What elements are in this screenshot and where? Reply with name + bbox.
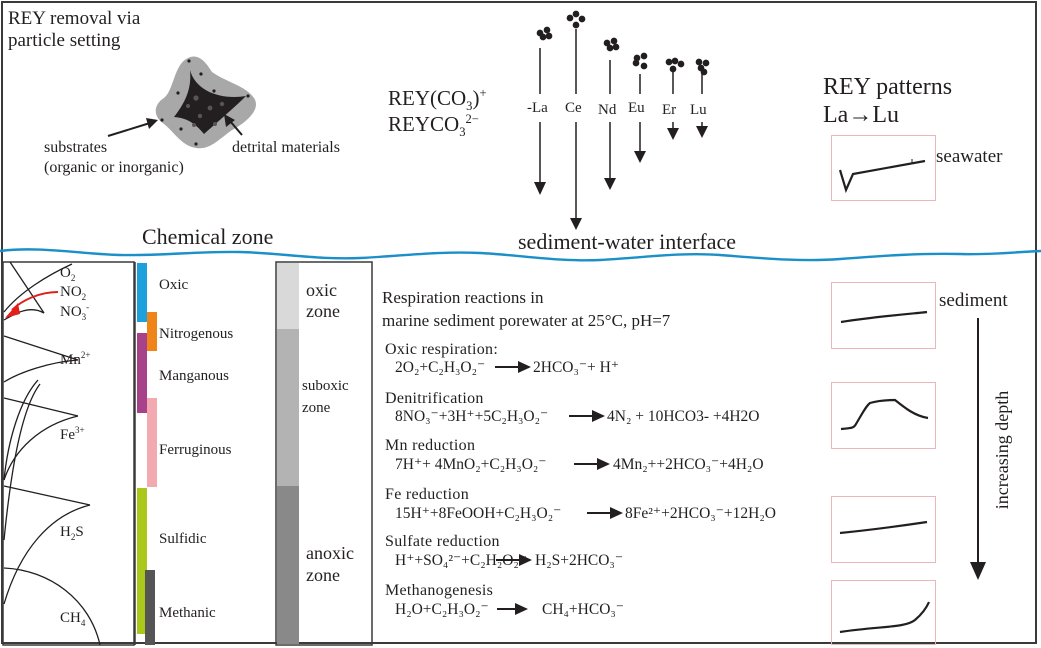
zone-label-ferruginous: Ferruginous — [159, 442, 232, 458]
zone-label-manganous: Manganous — [159, 368, 229, 384]
sediment-label: sediment — [939, 290, 1008, 311]
species-label-ch4: CH4 — [60, 610, 86, 628]
species-label-no2: NO2 — [60, 284, 87, 302]
reaction-rhs-oxic: 2HCO₃⁻+ H⁺ — [533, 359, 620, 376]
reaction-name-denitrification: Denitrification — [385, 390, 484, 407]
substrate-pointer-arrow — [107, 122, 151, 137]
lu-arrow — [695, 58, 710, 138]
sediment-pattern-curve-2 — [840, 398, 929, 431]
zone-bar-ferruginous — [147, 398, 157, 487]
la-arrow — [534, 26, 553, 195]
reaction-lhs-denitrification: 8NO₃⁻+3H⁺+5C₂H₃O₂⁻ — [395, 408, 549, 425]
reaction-lhs-fe: 15H⁺+8FeOOH+C₂H₃O₂⁻ — [395, 505, 562, 522]
seawater-label: seawater — [936, 146, 1003, 167]
eu-arrow — [632, 52, 648, 163]
species-label-mn: Mn2+ — [60, 350, 91, 369]
reaction-rhs-fe: 8Fe²⁺+2HCO₃⁻+12H₂O — [625, 505, 776, 522]
er-arrow — [665, 57, 685, 140]
redox-bar-anoxic — [277, 486, 299, 644]
water-interface-line — [0, 248, 1041, 262]
element-label-er: Er — [662, 102, 677, 118]
species-label-o2: O2 — [60, 265, 76, 283]
sediment-pattern-curve-3 — [839, 520, 928, 535]
element-label-ce: Ce — [565, 100, 582, 116]
zone-bar-manganous — [137, 333, 147, 413]
zone-label-sulfidic: Sulfidic — [159, 531, 207, 547]
species-label-no3: NO3- — [60, 302, 90, 322]
reactions-title: Respiration reactions in marine sediment… — [382, 288, 671, 330]
red-arrowhead — [5, 303, 20, 318]
element-label-la: -La — [527, 100, 548, 116]
substrates-label-line2: (organic or inorganic) — [44, 159, 184, 176]
reaction-rhs-sulfate: H₂S+2HCO₃⁻ — [535, 552, 624, 569]
reaction-name-sulfate: Sulfate reduction — [385, 533, 500, 550]
reaction-lhs-oxic: 2O₂+C₂H₃O₂⁻ — [395, 359, 486, 376]
profile-box — [2, 261, 135, 646]
zone-bar-oxic — [137, 263, 147, 322]
element-arrows — [534, 10, 710, 230]
ce-arrow — [566, 10, 586, 230]
reaction-name-methanogenesis: Methanogenesis — [385, 582, 494, 599]
redox-bar-oxic — [277, 263, 299, 329]
pattern-box-seawater — [831, 135, 936, 201]
pattern-box-sediment-2 — [831, 382, 936, 449]
species-label-h2s: H2S — [60, 524, 84, 542]
red-arrow — [11, 291, 59, 311]
depth-label: increasing depth — [992, 390, 1012, 510]
profile-curves — [3, 261, 101, 646]
sediment-pattern-curve-4 — [839, 601, 931, 634]
redox-bar-suboxic — [277, 329, 299, 486]
reaction-lhs-methanogenesis: H₂O+C₂H₃O₂⁻ — [395, 601, 489, 618]
element-label-nd: Nd — [598, 102, 617, 118]
reaction-name-mn: Mn reduction — [385, 437, 476, 454]
halo-dots — [160, 59, 250, 146]
removal-title-line1: REY removal via — [8, 8, 141, 29]
reaction-rhs-methanogenesis: CH₄+HCO₃⁻ — [542, 601, 624, 618]
pattern-box-sediment-4 — [831, 580, 936, 645]
nd-arrow — [603, 37, 620, 190]
reaction-rhs-denitrification: 4N₂ + 10HCO3- +4H2O — [607, 408, 760, 425]
zone-bar-methanic — [145, 570, 155, 645]
patterns-title-line1: REY patterns — [823, 74, 953, 100]
chemical-zone-title: Chemical zone — [142, 224, 274, 249]
detrital-label: detrital materials — [232, 139, 340, 156]
zone-bar-nitrogenous — [147, 312, 157, 351]
species-reyco3-2minus: REYCO32− — [388, 112, 479, 140]
detrital-pointer-arrow — [229, 120, 243, 136]
depth-arrowhead — [970, 562, 986, 580]
reaction-lhs-sulfate: H⁺+SO₄²⁻+C₂H₂O₂⁻ — [395, 552, 528, 569]
reaction-arrows — [495, 361, 623, 615]
detrital-specks — [186, 95, 225, 127]
patterns-title-line2: La→Lu — [823, 102, 899, 128]
pattern-box-sediment-3 — [831, 496, 936, 563]
zone-bar-sulfidic — [137, 488, 147, 634]
interface-label: sediment-water interface — [518, 229, 737, 254]
removal-title-line2: particle setting — [8, 30, 121, 51]
zone-label-methanic: Methanic — [159, 605, 216, 621]
species-label-fe: Fe3+ — [60, 425, 85, 444]
redox-box — [275, 261, 373, 646]
sediment-pattern-curve-1 — [840, 310, 928, 324]
substrates-label-line1: substrates — [44, 139, 108, 156]
seawater-pattern-curve — [838, 159, 926, 194]
element-label-lu: Lu — [690, 102, 707, 118]
pattern-box-sediment-1 — [831, 282, 936, 349]
reaction-lhs-mn: 7H⁺+ 4MnO₂+C₂H₃O₂⁻ — [395, 456, 547, 473]
species-rey-co3-plus: REY(CO3)+ — [388, 86, 487, 114]
reaction-rhs-mn: 4Mn₂++2HCO₃⁻+4H₂O — [613, 456, 764, 473]
zone-label-oxic: Oxic — [159, 277, 189, 293]
zone-label-nitrogenous: Nitrogenous — [159, 326, 234, 342]
pattern-curves — [838, 159, 931, 634]
reaction-name-oxic: Oxic respiration: — [385, 341, 499, 358]
detrital-core — [174, 70, 246, 134]
reaction-name-fe: Fe reduction — [385, 486, 470, 503]
element-label-eu: Eu — [628, 100, 645, 116]
